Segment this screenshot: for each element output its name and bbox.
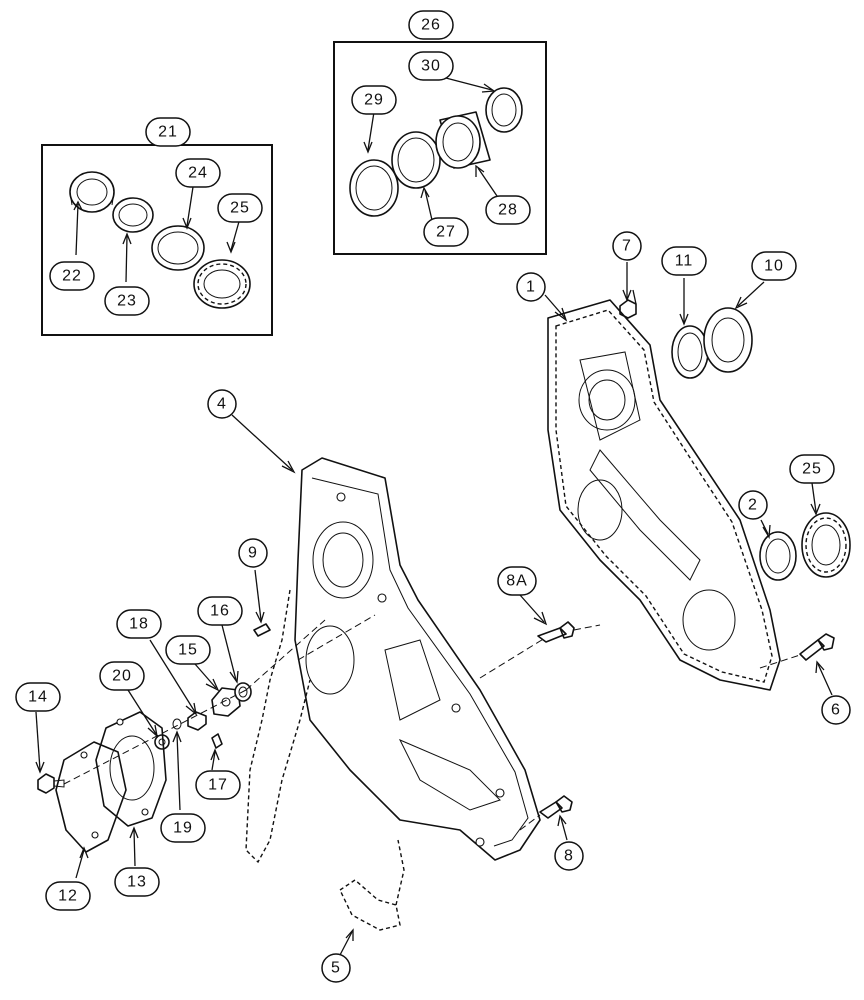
svg-text:22: 22 bbox=[62, 268, 82, 285]
svg-text:29: 29 bbox=[364, 92, 384, 109]
svg-text:16: 16 bbox=[210, 603, 230, 620]
svg-text:26: 26 bbox=[421, 17, 441, 34]
bolt-8a bbox=[537, 621, 575, 643]
housing-15 bbox=[211, 687, 241, 717]
callout-24: 24 bbox=[175, 158, 221, 188]
svg-text:19: 19 bbox=[173, 820, 193, 837]
kit-box-26 bbox=[333, 41, 547, 255]
ring-30 bbox=[485, 87, 523, 133]
callout-21: 21 bbox=[145, 117, 191, 147]
seal-25 bbox=[801, 512, 851, 578]
callout-30: 30 bbox=[408, 51, 454, 81]
gasket-1 bbox=[547, 299, 781, 691]
seal-11 bbox=[671, 325, 709, 379]
pin-17 bbox=[211, 733, 223, 749]
cover-plate-12 bbox=[55, 741, 127, 853]
svg-text:9: 9 bbox=[248, 545, 258, 562]
callout-27: 27 bbox=[423, 217, 469, 247]
callout-28: 28 bbox=[485, 195, 531, 225]
svg-text:21: 21 bbox=[158, 124, 178, 141]
callout-9: 9 bbox=[238, 538, 268, 568]
callout-18: 18 bbox=[116, 609, 162, 639]
dowel-9 bbox=[253, 623, 271, 637]
callout-6: 6 bbox=[821, 695, 851, 725]
alignment-lines bbox=[63, 614, 801, 831]
fitting-18 bbox=[187, 711, 207, 731]
svg-text:2: 2 bbox=[748, 497, 758, 514]
svg-text:25: 25 bbox=[230, 200, 250, 217]
seal-22 bbox=[69, 171, 115, 213]
svg-text:5: 5 bbox=[331, 960, 341, 977]
svg-text:20: 20 bbox=[112, 668, 132, 685]
callouts: 1 2 4 5 6 7 8 8A 9 10 11 12 13 14 15 16 … bbox=[15, 10, 851, 983]
svg-text:28: 28 bbox=[498, 202, 518, 219]
gasket-13 bbox=[95, 711, 167, 827]
washer-19 bbox=[172, 718, 182, 730]
svg-text:7: 7 bbox=[622, 238, 632, 255]
callout-7: 7 bbox=[612, 231, 642, 261]
callout-13: 13 bbox=[114, 867, 160, 897]
svg-text:12: 12 bbox=[58, 888, 78, 905]
svg-text:24: 24 bbox=[188, 165, 208, 182]
svg-text:13: 13 bbox=[127, 874, 147, 891]
svg-text:11: 11 bbox=[675, 253, 694, 270]
callout-2: 2 bbox=[738, 490, 768, 520]
callout-25: 25 bbox=[789, 454, 835, 484]
callout-20: 20 bbox=[99, 661, 145, 691]
svg-text:18: 18 bbox=[129, 616, 149, 633]
front-cover-4 bbox=[294, 457, 541, 861]
callout-11: 11 bbox=[661, 246, 707, 276]
callout-4: 4 bbox=[207, 389, 237, 419]
callout-29: 29 bbox=[351, 85, 397, 115]
callout-17: 17 bbox=[195, 770, 241, 800]
svg-text:4: 4 bbox=[217, 396, 227, 413]
callout-23: 23 bbox=[104, 286, 150, 316]
callout-12: 12 bbox=[45, 881, 91, 911]
callout-8: 8 bbox=[554, 841, 584, 871]
ring-2 bbox=[759, 531, 797, 581]
callout-22: 22 bbox=[49, 261, 95, 291]
gear-20 bbox=[154, 734, 170, 750]
callout-26: 26 bbox=[408, 10, 454, 40]
svg-text:14: 14 bbox=[28, 689, 48, 706]
svg-text:27: 27 bbox=[436, 224, 456, 241]
callout-8a: 8A bbox=[497, 566, 537, 596]
svg-text:1: 1 bbox=[526, 279, 536, 296]
callout-19: 19 bbox=[160, 813, 206, 843]
svg-text:25: 25 bbox=[802, 461, 822, 478]
gasket-5 bbox=[245, 589, 405, 931]
sleeve-28 bbox=[435, 111, 491, 169]
kit-box-21 bbox=[41, 144, 273, 336]
sleeve-27 bbox=[391, 131, 441, 189]
svg-text:17: 17 bbox=[208, 777, 228, 794]
callout-25-kit: 25 bbox=[217, 193, 263, 223]
leader-lines bbox=[35, 262, 833, 956]
ring-24 bbox=[151, 225, 205, 271]
callout-14: 14 bbox=[15, 682, 61, 712]
callout-5: 5 bbox=[321, 953, 351, 983]
svg-text:30: 30 bbox=[421, 58, 441, 75]
callout-10: 10 bbox=[751, 251, 797, 281]
svg-text:10: 10 bbox=[764, 258, 784, 275]
svg-text:23: 23 bbox=[117, 293, 137, 310]
callout-1: 1 bbox=[516, 272, 546, 302]
callout-15: 15 bbox=[165, 635, 211, 665]
bolt-6 bbox=[799, 633, 835, 661]
seal-29 bbox=[349, 159, 399, 217]
bolt-7 bbox=[619, 299, 637, 319]
seal-25-kit bbox=[193, 259, 251, 309]
svg-text:8: 8 bbox=[564, 848, 574, 865]
callout-16: 16 bbox=[197, 596, 243, 626]
bolt-8 bbox=[539, 795, 573, 819]
svg-text:15: 15 bbox=[178, 642, 198, 659]
svg-text:8A: 8A bbox=[506, 573, 528, 590]
sleeve-23 bbox=[112, 197, 154, 233]
seal-10 bbox=[703, 307, 753, 373]
svg-text:6: 6 bbox=[831, 702, 841, 719]
